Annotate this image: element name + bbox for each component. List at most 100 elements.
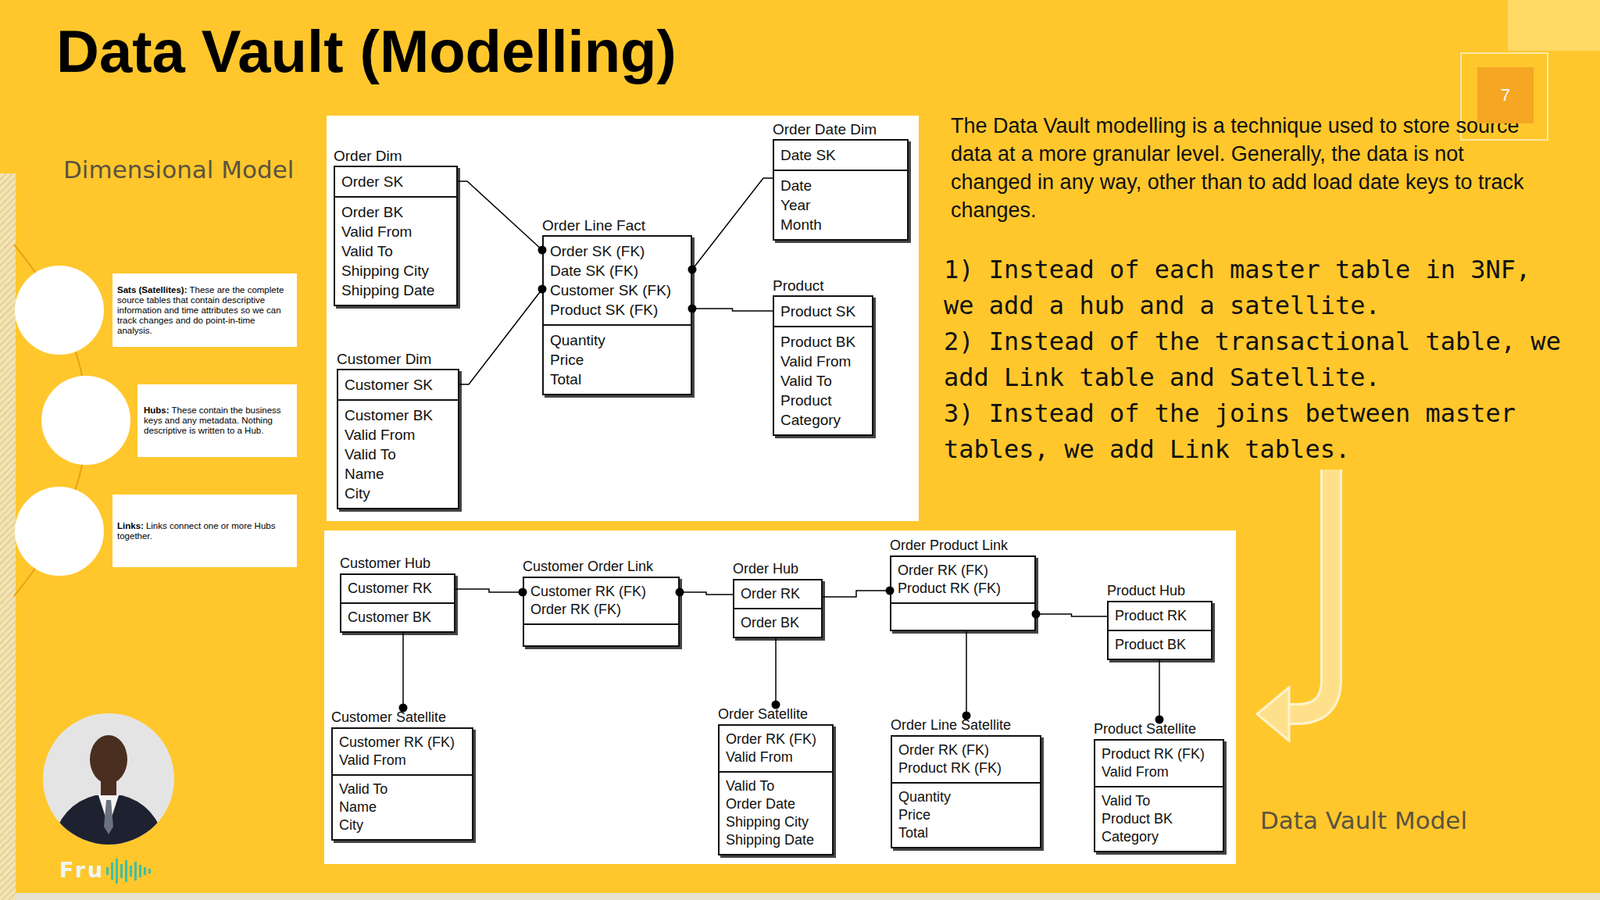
entity-table: Order DimOrder SKOrder BKValid FromValid… — [333, 146, 458, 307]
side-hatch — [0, 173, 16, 900]
table-key-section: Order RK (FK)Valid From — [719, 725, 833, 772]
table-name: Order Satellite — [717, 704, 834, 725]
key-field: Valid From — [725, 748, 826, 767]
table-key-section: Order RK — [734, 580, 822, 608]
wave-bar — [115, 858, 118, 884]
attribute-field: Price — [550, 350, 685, 370]
relationship-dot — [538, 285, 547, 294]
curved-arrow — [1285, 469, 1332, 715]
callout-box: Hubs:These contain the business keys and… — [137, 384, 297, 458]
entity-table: Customer Order LinkCustomer RK (FK)Order… — [522, 557, 680, 647]
attribute-field: Product BK — [1101, 810, 1217, 829]
relationship-dot — [771, 700, 781, 710]
attribute-field: Valid To — [780, 371, 866, 391]
table-box: Customer RK (FK)Order RK (FK) — [522, 576, 680, 647]
attribute-field: Order Date — [725, 795, 826, 814]
attribute-field: Product BK — [1114, 635, 1205, 654]
entity-table: Order Line SatelliteOrder RK (FK)Product… — [890, 715, 1042, 849]
relationship-path — [459, 289, 543, 385]
table-key-section: Customer RK — [341, 575, 454, 603]
table-name: Customer Order Link — [522, 557, 680, 577]
table-field-section: Valid ToNameCity — [332, 774, 472, 840]
table-box: Order SK (FK)Date SK (FK)Customer SK (FK… — [542, 235, 693, 396]
table-name: Order Date Dim — [772, 119, 909, 140]
relationship-line — [399, 632, 408, 713]
table-field-section: QuantityPriceTotal — [892, 782, 1040, 847]
wave-bar — [148, 868, 151, 874]
table-name: Order Hub — [732, 559, 823, 579]
key-field: Valid From — [1101, 763, 1217, 782]
attribute-field: Valid To — [339, 780, 466, 799]
table-key-section: Product RK (FK)Valid From — [1095, 740, 1223, 786]
table-box: Product RK (FK)Valid FromValid ToProduct… — [1093, 739, 1225, 853]
corner-square — [1507, 0, 1600, 51]
entity-table: Customer SatelliteCustomer RK (FK)Valid … — [331, 707, 474, 841]
table-name: Customer Hub — [339, 553, 456, 574]
key-field: Customer SK — [344, 375, 452, 395]
table-box: Order RK (FK)Product RK (FK) — [889, 555, 1036, 632]
table-box: Date SK DateYearMonth — [772, 139, 909, 241]
table-key-section: Order RK (FK)Product RK (FK) — [892, 736, 1040, 783]
attribute-field: Valid To — [344, 444, 452, 465]
table-key-section: Customer SK — [338, 370, 458, 400]
callout-heading: Sats (Satellites): — [117, 285, 187, 295]
entity-table: Order HubOrder RK Order BK — [732, 559, 823, 639]
callout-circle — [14, 265, 104, 355]
table-box: Customer RK (FK)Valid FromValid ToNameCi… — [331, 727, 474, 841]
key-field: Customer RK — [347, 579, 448, 598]
entity-table: ProductProduct SK Product BKValid FromVal… — [772, 275, 874, 436]
wave-bar — [106, 867, 109, 875]
key-field: Product SK — [780, 301, 866, 322]
table-field-section: DateYearMonth — [774, 169, 908, 240]
table-box: Customer SKCustomer BKValid FromValid To… — [336, 368, 460, 510]
attribute-field: Total — [550, 369, 685, 390]
relationship-line — [459, 285, 547, 386]
relationship-path — [822, 590, 890, 597]
table-field-section: Product BKValid FromValid ToProductCateg… — [774, 325, 872, 435]
key-field: Date SK — [780, 145, 901, 165]
attribute-field: Valid To — [725, 777, 826, 796]
relationship-line — [675, 588, 734, 597]
table-key-section: Order SK — [335, 167, 457, 197]
key-field: Customer RK (FK) — [530, 582, 672, 601]
relationship-dot — [885, 586, 895, 596]
key-field: Order RK (FK) — [898, 741, 1034, 760]
table-key-section: Customer RK (FK)Order RK (FK) — [524, 578, 679, 624]
key-field: Order RK (FK) — [725, 730, 826, 749]
attribute-field: Valid To — [1101, 792, 1217, 811]
callout-heading: Hubs: — [143, 405, 170, 415]
key-field: Customer SK (FK) — [550, 280, 685, 300]
key-field: Order RK (FK) — [897, 561, 1029, 580]
key-field: Order SK (FK) — [550, 241, 685, 261]
relationship-path — [965, 631, 968, 716]
key-field: Order RK — [740, 585, 815, 604]
table-box: Customer RK Customer BK — [339, 573, 456, 633]
relationship-line — [771, 638, 781, 710]
attribute-field: Order BK — [740, 614, 815, 633]
relationship-dot — [518, 588, 528, 597]
relationship-line — [688, 304, 774, 314]
callout-text: Links:Links connect one or more Hubs tog… — [117, 521, 293, 542]
table-box: Order RK (FK)Product RK (FK)QuantityPric… — [890, 735, 1042, 849]
table-name: Product Hub — [1107, 581, 1213, 601]
presenter-photo — [50, 735, 168, 852]
table-key-section: Order SK (FK)Date SK (FK)Customer SK (FK… — [543, 236, 691, 325]
attribute-field: Order BK — [341, 202, 450, 222]
relationship-path — [455, 589, 523, 593]
wave-bar — [129, 865, 133, 877]
point-text: 2) Instead of the transactional table, w… — [943, 323, 1569, 396]
key-field: Order SK — [341, 171, 450, 192]
table-name: Order Dim — [333, 146, 458, 166]
table-field-section: Customer BK — [341, 602, 454, 632]
relationship-dot — [688, 265, 697, 275]
table-box: Product SK Product BKValid FromValid ToPr… — [772, 295, 874, 436]
callout-circle — [14, 486, 104, 576]
description-text: The Data Vault modelling is a technique … — [950, 111, 1543, 225]
relationship-path — [1158, 660, 1161, 720]
table-name: Product — [772, 275, 874, 296]
key-field: Product RK (FK) — [898, 759, 1034, 778]
attribute-field: Category — [1101, 828, 1217, 847]
attribute-field: Shipping City — [725, 813, 826, 832]
table-name: Product Satellite — [1093, 719, 1225, 740]
